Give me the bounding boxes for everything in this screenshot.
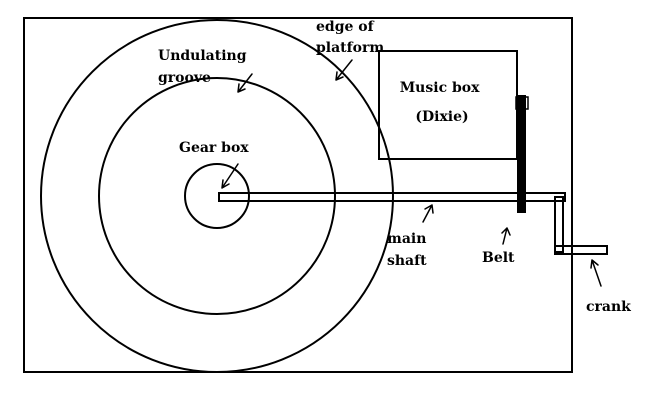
gear-box-circle: [184, 163, 250, 229]
gear-box-label: Gear box: [179, 140, 249, 156]
belt-arrow: [501, 227, 511, 245]
music-box: [378, 50, 518, 160]
undulating-groove-label: Undulating groove: [158, 48, 251, 86]
music-box-label: Music box (Dixie): [400, 80, 485, 125]
crank-label: crank: [586, 299, 631, 315]
main-shaft-label: main shaft: [387, 231, 431, 269]
crank-arrow: [590, 259, 602, 287]
platform-base: [23, 17, 573, 373]
edge-of-platform-arrow: [335, 59, 353, 81]
undulating-groove-arrow: [237, 73, 253, 93]
main-shaft: [218, 192, 566, 202]
crank-handle: [554, 245, 608, 255]
undulating-groove-circle: [98, 77, 336, 315]
belt-label: Belt: [482, 250, 515, 266]
gear-box-arrow: [221, 163, 239, 189]
belt: [517, 95, 526, 213]
crank-vertical-arm: [554, 196, 564, 253]
platform-edge-circle: [40, 19, 394, 373]
edge-of-platform-label: edge of platform: [316, 19, 384, 56]
main-shaft-arrow: [422, 204, 434, 223]
